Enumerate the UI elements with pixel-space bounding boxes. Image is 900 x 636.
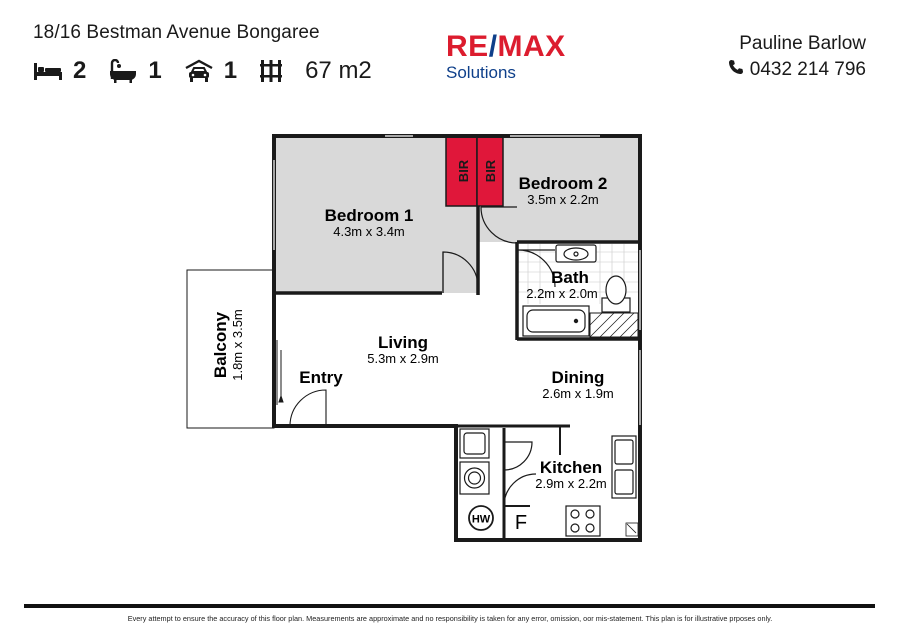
bathrooms-count: 1	[148, 57, 162, 84]
area-icon	[259, 59, 283, 83]
logo-brand-right: MAX	[497, 30, 566, 63]
dining-name: Dining	[552, 368, 605, 387]
entry-name: Entry	[299, 368, 343, 387]
phone-icon	[728, 59, 750, 81]
balcony-outline	[186, 269, 275, 429]
parking-count: 1	[223, 57, 238, 84]
area-stat: 67 m2	[259, 57, 372, 85]
footer-divider	[24, 604, 875, 608]
doors	[289, 206, 556, 507]
logo-brand-left: RE	[446, 30, 489, 63]
windows	[273, 135, 641, 425]
bir-2-label: BIR	[483, 159, 498, 182]
bedroom-1-name: Bedroom 1	[325, 206, 414, 225]
bedrooms-count: 2	[73, 57, 87, 84]
hot-water-unit	[468, 505, 494, 531]
property-stats: 2 1 1	[33, 55, 394, 87]
kitchen-hatch	[626, 523, 637, 534]
bathrooms-stat: 1	[108, 57, 162, 85]
bedroom-2-dim: 3.5m x 2.2m	[527, 192, 599, 207]
balcony-name: Balcony	[211, 311, 230, 378]
kitchen-fixtures	[459, 428, 637, 537]
fridge-label: F	[515, 512, 527, 534]
bath-dim: 2.2m x 2.0m	[526, 286, 598, 301]
bedroom-1-fill-ext	[446, 206, 478, 293]
agent-phone-row[interactable]: 0432 214 796	[728, 59, 866, 81]
bir-1-label: BIR	[456, 159, 471, 182]
property-address: 18/16 Bestman Avenue Bongaree	[33, 22, 320, 43]
kitchen-corner	[625, 522, 639, 537]
agent-contact: Pauline Barlow 0432 214 796	[728, 33, 866, 81]
floor-area: 67 m2	[305, 57, 372, 84]
parking-stat: 1	[184, 57, 237, 85]
living-name: Living	[378, 333, 428, 352]
bir-1	[445, 135, 478, 207]
bedroom-1-dim: 4.3m x 3.4m	[333, 224, 405, 239]
sliding-door	[276, 340, 284, 405]
kitchen-name: Kitchen	[540, 458, 602, 477]
bath-fixtures	[522, 244, 631, 337]
remax-logo: RE/MAX Solutions	[446, 32, 566, 83]
bed-icon	[33, 61, 63, 81]
bath-name: Bath	[551, 268, 589, 287]
bedrooms-stat: 2	[33, 57, 86, 85]
agent-name: Pauline Barlow	[739, 33, 866, 54]
logo-subtitle: Solutions	[446, 63, 516, 82]
footer-disclaimer: Every attempt to ensure the accuracy of …	[127, 614, 773, 623]
bath-icon	[108, 59, 138, 83]
floor-plan: HW F BIR BIR Bedroom 1 4.3m x 3.4m Bedro…	[186, 134, 642, 542]
window-lines	[272, 134, 642, 425]
agent-phone: 0432 214 796	[749, 59, 866, 80]
dining-dim: 2.6m x 1.9m	[542, 386, 614, 401]
bedroom-2-name: Bedroom 2	[519, 174, 608, 193]
walls	[272, 134, 642, 542]
kitchen-dim: 2.9m x 2.2m	[535, 476, 607, 491]
bedroom-1-fill	[274, 136, 446, 293]
balcony-dim: 1.8m x 3.5m	[230, 309, 245, 381]
bath-hatch	[589, 312, 639, 338]
bedroom-2-fill	[503, 136, 640, 242]
logo-brand-slash: /	[488, 30, 498, 63]
living-dim: 5.3m x 2.9m	[367, 351, 439, 366]
hot-water-label: HW	[472, 514, 491, 526]
car-icon	[184, 59, 214, 83]
